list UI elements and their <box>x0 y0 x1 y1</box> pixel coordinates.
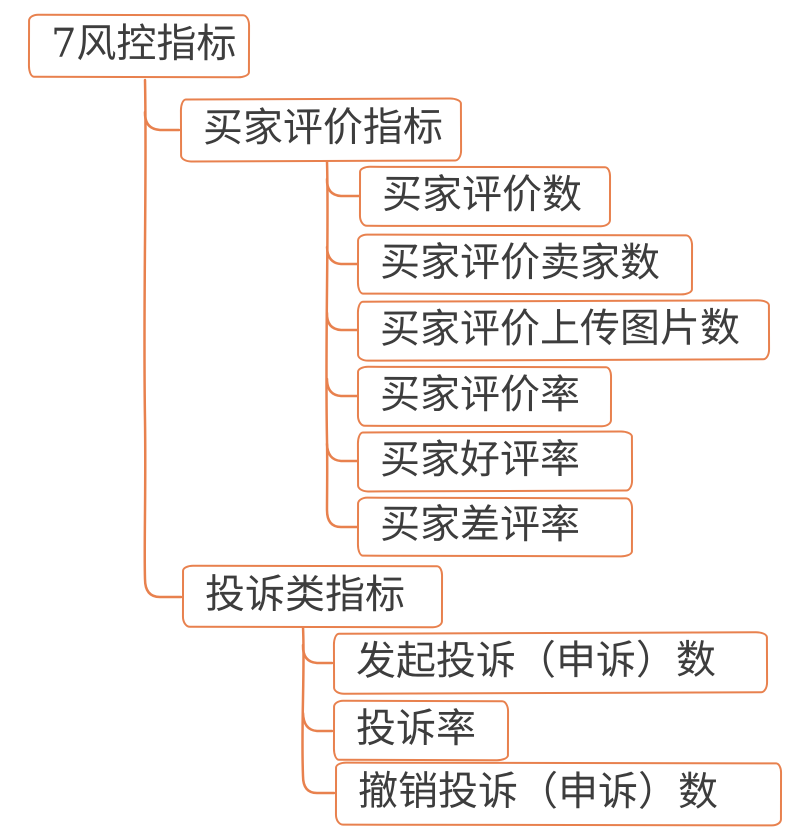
leaf-node-buyer-positive-review-rate[interactable]: 买家好评率 <box>356 430 634 493</box>
leaf-node-complaints-filed-count[interactable]: 发起投诉（申诉）数 <box>332 631 769 695</box>
leaf-node-complaint-rate[interactable]: 投诉率 <box>332 699 510 762</box>
connector-to-buyer-review-rate <box>325 377 359 398</box>
leaf-node-buyer-review-image-uploads[interactable]: 买家评价上传图片数 <box>356 299 771 362</box>
leaf-node-buyer-reviewed-sellers-count[interactable]: 买家评价卖家数 <box>356 233 694 296</box>
leaf-node-label: 投诉率 <box>355 705 477 752</box>
connector-to-complaints-filed <box>301 643 334 665</box>
connector-trunk-complaints <box>301 625 336 795</box>
connector-to-complaint-rate <box>301 711 334 733</box>
leaf-node-complaints-withdrawn-count[interactable]: 撤销投诉（申诉）数 <box>334 761 783 827</box>
leaf-node-buyer-negative-review-rate[interactable]: 买家差评率 <box>356 496 634 558</box>
leaf-node-buyer-review-rate[interactable]: 买家评价率 <box>356 365 613 428</box>
branch-node-buyer-review-metrics[interactable]: 买家评价指标 <box>179 97 463 163</box>
connector-trunk-root <box>143 78 183 599</box>
connector-root-to-buyer-review <box>143 110 181 132</box>
leaf-node-label: 撤销投诉（申诉）数 <box>357 768 719 816</box>
connector-to-buyer-review-images <box>325 311 359 332</box>
leaf-node-label: 买家好评率 <box>379 436 581 483</box>
leaf-node-label: 买家评价数 <box>381 171 583 218</box>
leaf-node-label: 买家差评率 <box>379 501 581 549</box>
root-node[interactable]: 7风控指标 <box>27 13 251 79</box>
connector-to-buyer-positive-rate <box>325 442 359 463</box>
leaf-node-label: 发起投诉（申诉）数 <box>355 637 717 685</box>
branch-node-label: 投诉类指标 <box>204 571 406 618</box>
leaf-node-label: 买家评价上传图片数 <box>379 304 741 353</box>
connector-to-buyer-review-count <box>325 177 361 198</box>
branch-node-complaint-metrics[interactable]: 投诉类指标 <box>181 564 444 629</box>
leaf-node-buyer-review-count[interactable]: 买家评价数 <box>358 165 612 228</box>
root-node-label: 7风控指标 <box>50 20 237 68</box>
leaf-node-label: 买家评价率 <box>379 371 581 418</box>
connector-to-buyer-reviewed-sellers <box>325 245 359 266</box>
leaf-node-label: 买家评价卖家数 <box>379 239 661 286</box>
connector-trunk-buyer-review <box>325 159 359 529</box>
branch-node-label: 买家评价指标 <box>202 104 444 152</box>
